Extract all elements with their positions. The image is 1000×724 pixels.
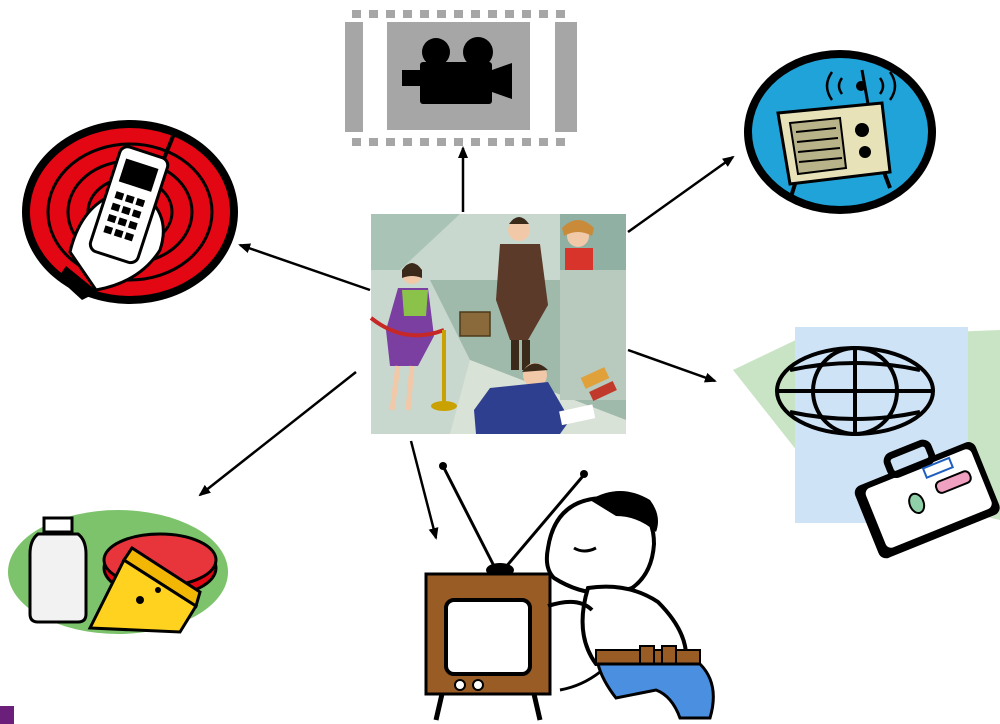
film-sprocket-hole — [403, 138, 412, 146]
film-sprocket-hole — [403, 10, 412, 18]
corner-marker — [0, 706, 14, 724]
bank-counter-clipart — [371, 214, 626, 434]
globe-suitcase-icon — [733, 327, 1000, 561]
film-sprocket-hole — [420, 138, 429, 146]
mobile-phone-icon — [22, 118, 238, 304]
film-sprocket-hole — [471, 138, 480, 146]
film-sprocket-hole — [556, 10, 565, 18]
film-sprocket-hole — [539, 138, 548, 146]
film-camera-icon — [343, 10, 578, 146]
film-sprocket-hole — [505, 138, 514, 146]
film-sprocket-hole — [488, 138, 497, 146]
film-sprocket-hole — [369, 138, 378, 146]
film-sprocket-hole — [505, 10, 514, 18]
arrow-to-globe — [628, 350, 715, 381]
film-sprocket-hole — [437, 10, 446, 18]
film-sprocket-hole — [352, 138, 361, 146]
film-sprocket-hole — [488, 10, 497, 18]
film-sprocket-hole — [386, 138, 395, 146]
film-sprocket-hole — [386, 10, 395, 18]
food-cheese-icon — [8, 510, 228, 634]
film-sprocket-hole — [454, 10, 463, 18]
television-man-icon — [426, 462, 713, 720]
film-sprocket-hole — [539, 10, 548, 18]
film-sprocket-hole — [522, 10, 531, 18]
film-sprocket-hole — [522, 138, 531, 146]
arrow-to-food — [200, 372, 356, 495]
film-sprocket-hole — [454, 138, 463, 146]
film-sprocket-hole — [369, 10, 378, 18]
film-sprocket-hole — [352, 10, 361, 18]
radio-icon — [744, 50, 936, 214]
film-sprocket-hole — [556, 138, 565, 146]
film-sprocket-hole — [471, 10, 480, 18]
film-sprocket-hole — [437, 138, 446, 146]
arrow-to-phone — [240, 245, 370, 290]
arrow-to-tv — [411, 441, 436, 538]
film-sprocket-hole — [420, 10, 429, 18]
arrow-to-radio — [628, 157, 733, 232]
